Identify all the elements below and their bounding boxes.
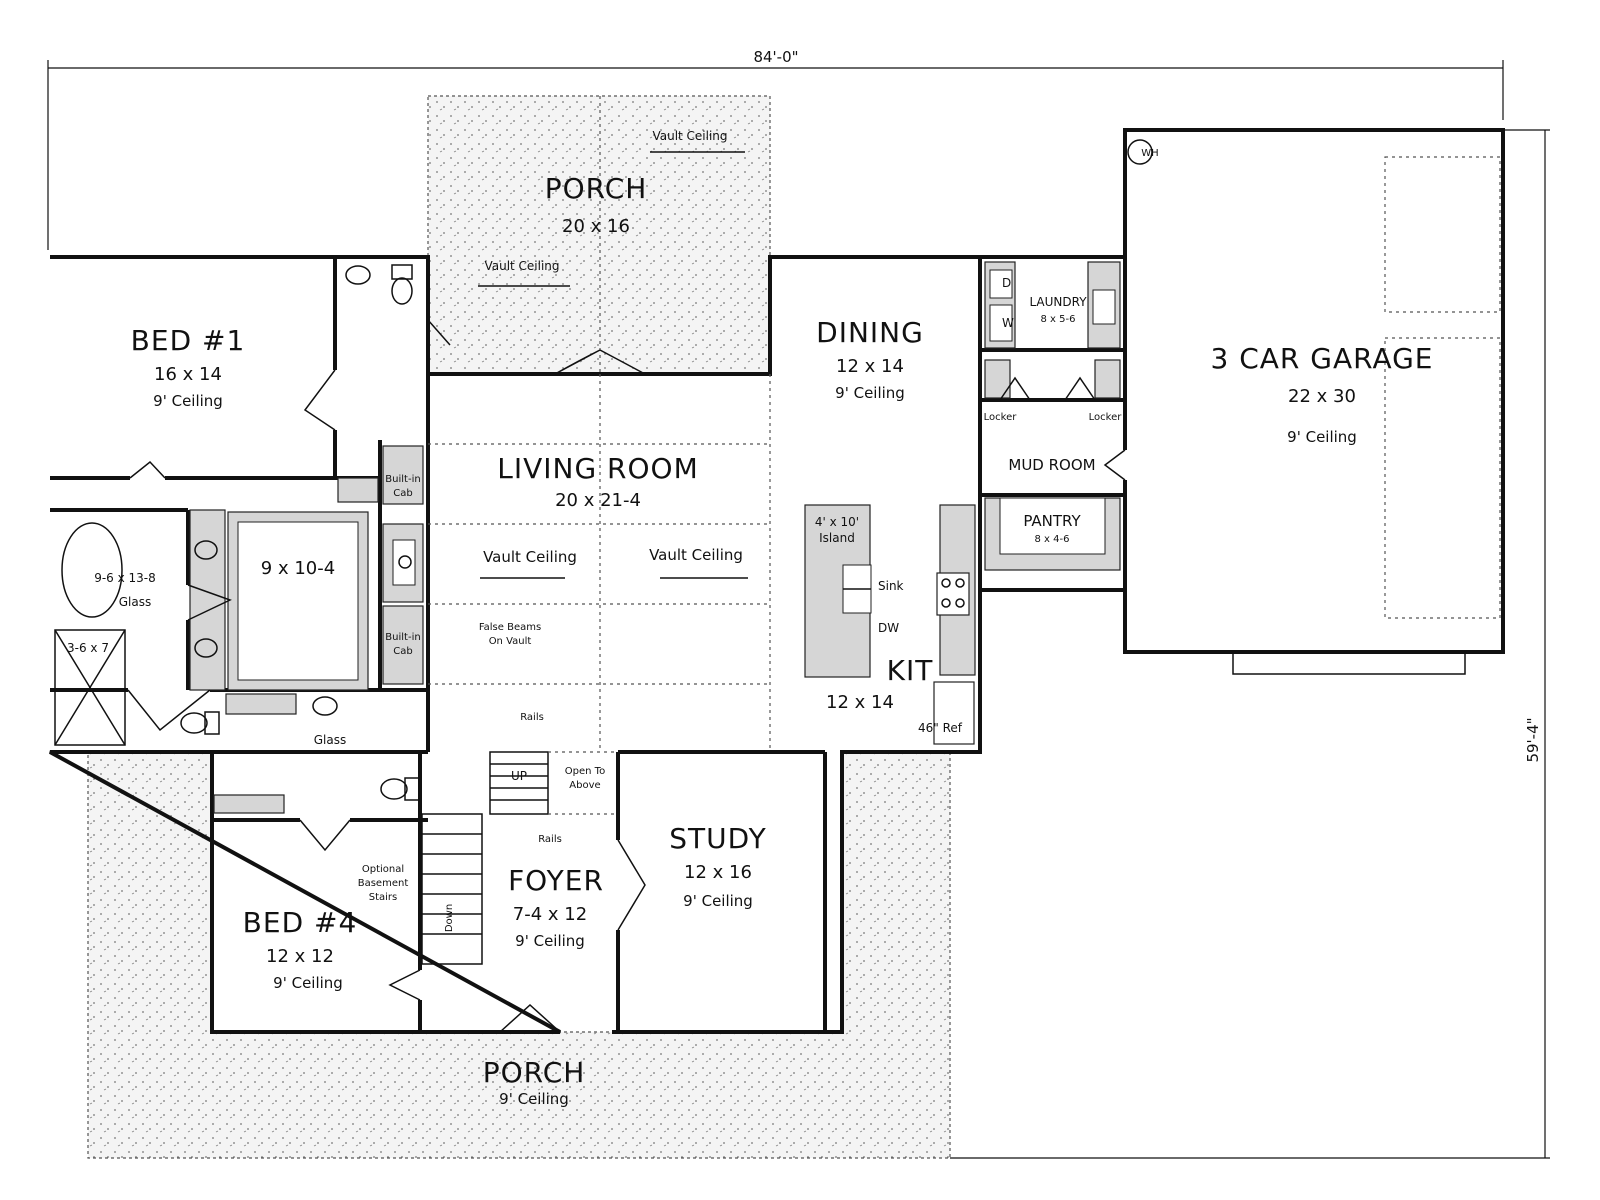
rear-porch-name: PORCH — [545, 172, 648, 205]
shower-size: 3-6 x 7 — [67, 641, 109, 655]
bath1-toilet-tank — [391, 264, 413, 280]
built-in-cabinet-top — [382, 445, 424, 505]
depth-label: 59'-4" — [1524, 717, 1542, 762]
stair-up — [489, 751, 549, 815]
hall-bath-toilet-tank — [204, 711, 220, 735]
dining-name: DINING — [816, 316, 924, 349]
living-vault-right: Vault Ceiling — [649, 546, 743, 564]
rear-porch-vault-note-1: Vault Ceiling — [652, 129, 727, 143]
study-size: 12 x 16 — [684, 862, 752, 883]
island-size: 4' x 10' — [815, 515, 859, 529]
bath1-toilet — [391, 277, 413, 305]
false-beams-line1: False Beams — [479, 622, 541, 633]
locker-left — [984, 359, 1011, 399]
master-bath-glass: Glass — [119, 595, 152, 609]
dryer-label: D — [1002, 276, 1011, 290]
basement-stairs — [421, 813, 483, 965]
open-to-above-2: Above — [569, 780, 600, 791]
pantry-name: PANTRY — [1023, 512, 1081, 530]
mud-room-name: MUD ROOM — [1008, 456, 1095, 474]
bed4-ceiling: 9' Ceiling — [273, 974, 343, 992]
built-in-top-line2: Cab — [393, 488, 412, 499]
garage-bay-lower — [1384, 337, 1501, 619]
depth-dimension: 59'-4" — [950, 129, 1550, 1159]
hall-bath-toilet — [180, 712, 208, 734]
range — [936, 572, 970, 616]
bed4-name: BED #4 — [243, 906, 358, 939]
sink-label: Sink — [878, 579, 904, 593]
basement-stairs-2: Basement — [358, 878, 409, 889]
dining-size: 12 x 14 — [836, 356, 904, 377]
hall-bath-sink — [312, 696, 338, 716]
garage-door-apron — [1232, 651, 1466, 675]
stairs — [421, 751, 618, 965]
dishwasher-label: DW — [878, 621, 899, 635]
water-heater — [1127, 139, 1153, 165]
width-dimension: 84'-0" — [47, 48, 1504, 250]
basement-stairs-1: Optional — [362, 864, 404, 875]
rear-porch-size: 20 x 16 — [562, 216, 630, 237]
refrigerator — [933, 681, 975, 745]
water-heater-label: WH — [1141, 148, 1158, 159]
closet-size: 9 x 10-4 — [261, 558, 335, 579]
false-beams-line2: On Vault — [489, 636, 532, 647]
living-room-size: 20 x 21-4 — [555, 490, 641, 511]
down-label: Down — [444, 904, 455, 932]
garage-bay-upper — [1384, 156, 1501, 313]
foyer-size: 7-4 x 12 — [513, 904, 587, 925]
kitchen-name: KIT — [887, 654, 934, 687]
garage-name: 3 CAR GARAGE — [1211, 342, 1434, 375]
doors — [127, 319, 1126, 1033]
dining-ceiling: 9' Ceiling — [835, 384, 905, 402]
bed4-bath-toilet — [380, 778, 408, 800]
garage-ceiling: 9' Ceiling — [1287, 428, 1357, 446]
bed4-size: 12 x 12 — [266, 946, 334, 967]
locker-right-label: Locker — [1089, 412, 1123, 423]
living-vault-left: Vault Ceiling — [483, 548, 577, 566]
open-to-above-1: Open To — [565, 766, 605, 777]
stair-up-label: UP — [511, 769, 527, 783]
bathtub — [61, 522, 123, 618]
built-in-cabinet-bottom — [382, 605, 424, 685]
shower — [54, 629, 126, 746]
laundry-name: LAUNDRY — [1029, 295, 1087, 309]
front-porch-name: PORCH — [483, 1056, 586, 1089]
washer-label: W — [1002, 316, 1014, 330]
built-in-bottom-line2: Cab — [393, 646, 412, 657]
laundry-sink — [1092, 289, 1116, 325]
master-bath-size: 9-6 x 13-8 — [94, 571, 156, 585]
study-ceiling: 9' Ceiling — [683, 892, 753, 910]
false-beams-grid — [428, 96, 771, 752]
rails-top-label: Rails — [520, 712, 544, 723]
width-label: 84'-0" — [753, 48, 798, 66]
refrigerator-label: 46" Ref — [918, 721, 963, 735]
laundry-size: 8 x 5-6 — [1041, 314, 1076, 325]
hall-bath-glass: Glass — [314, 733, 347, 747]
living-room-name: LIVING ROOM — [497, 452, 699, 485]
built-in-top-line1: Built-in — [385, 474, 420, 485]
bed1-name: BED #1 — [131, 324, 246, 357]
foyer-ceiling: 9' Ceiling — [515, 932, 585, 950]
study-name: STUDY — [669, 822, 767, 855]
master-vanity — [189, 509, 226, 691]
island-label: Island — [819, 531, 855, 545]
garage-size: 22 x 30 — [1288, 386, 1356, 407]
front-porch-ceiling: 9' Ceiling — [499, 1090, 569, 1108]
fixtures — [54, 139, 1153, 814]
rails-bottom-label: Rails — [538, 834, 562, 845]
rear-porch — [427, 95, 771, 375]
built-in-bottom-line1: Built-in — [385, 632, 420, 643]
pantry-size: 8 x 4-6 — [1035, 534, 1070, 545]
kitchen-size: 12 x 14 — [826, 692, 894, 713]
bed1-size: 16 x 14 — [154, 364, 222, 385]
rear-porch-vault-note-2: Vault Ceiling — [484, 259, 559, 273]
foyer-name: FOYER — [508, 864, 604, 897]
bath1-sink — [345, 265, 371, 285]
locker-right — [1094, 359, 1121, 399]
basement-stairs-3: Stairs — [369, 892, 398, 903]
bed1-ceiling: 9' Ceiling — [153, 392, 223, 410]
locker-left-label: Locker — [984, 412, 1018, 423]
